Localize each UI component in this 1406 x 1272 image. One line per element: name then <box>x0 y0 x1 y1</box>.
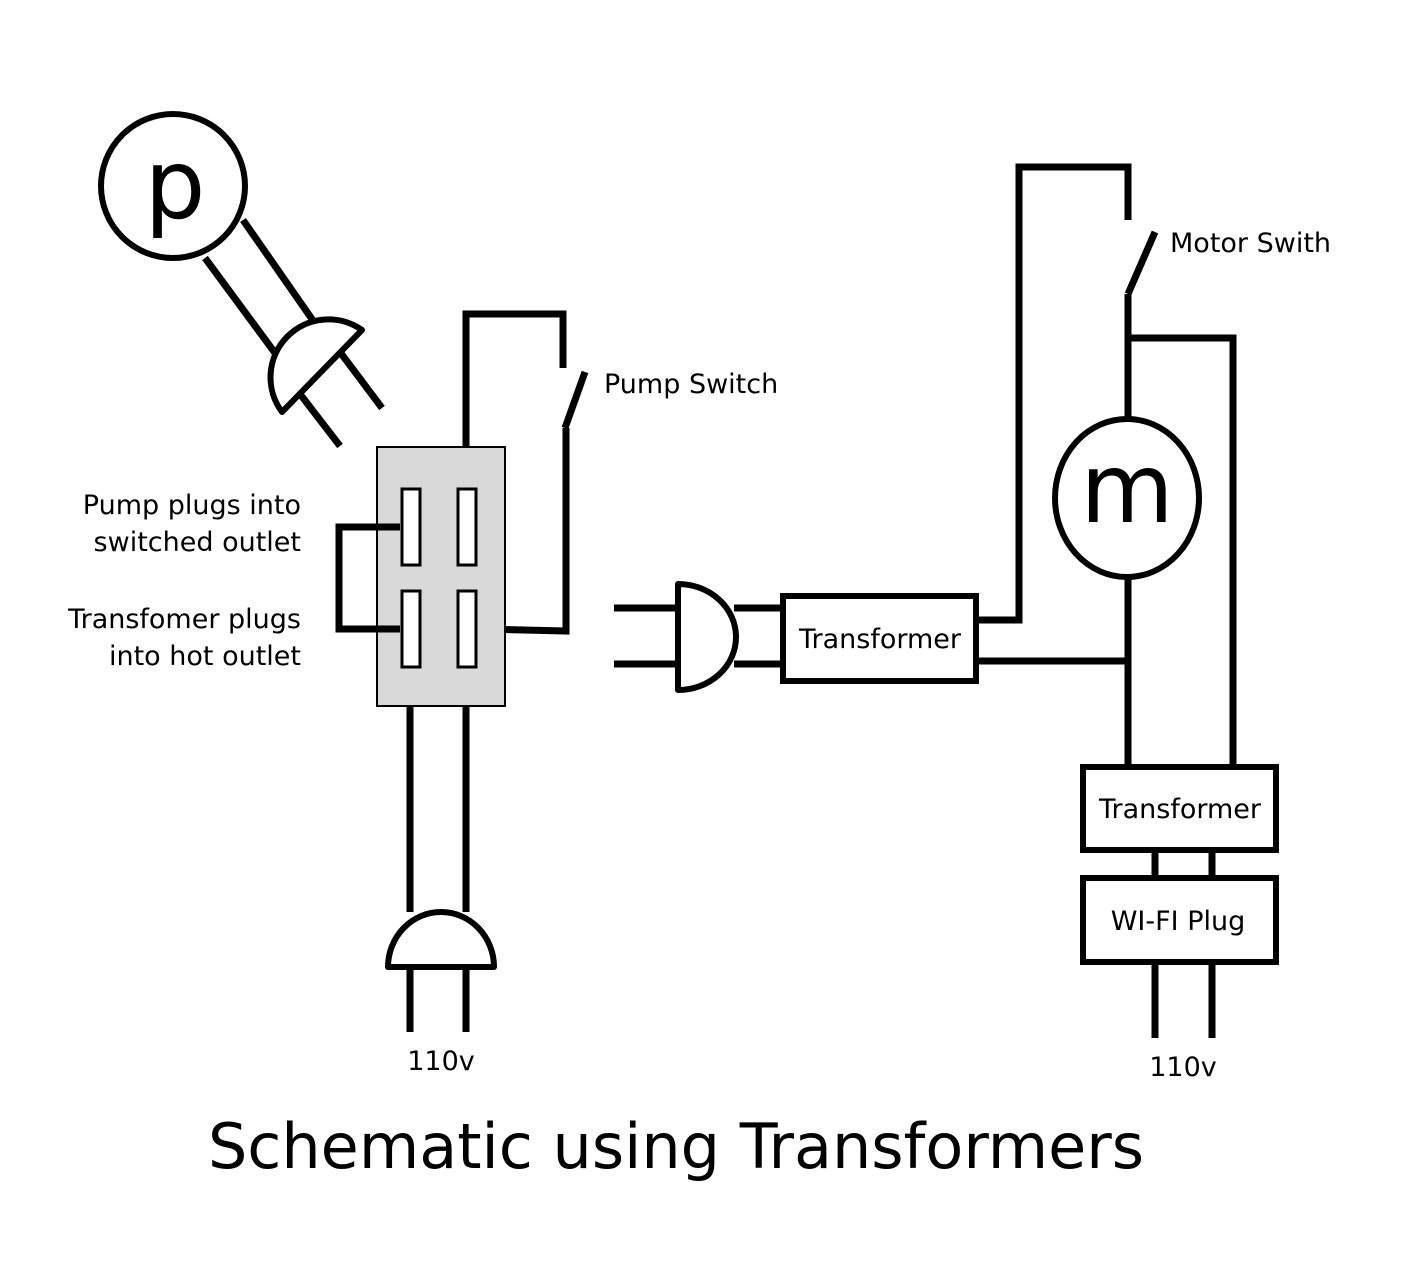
switched-outlet-note-line1: Pump plugs into <box>83 490 301 521</box>
pump-cord-wire-a <box>202 255 281 360</box>
pump-symbol-circle <box>98 111 248 261</box>
pump-switch-label: Pump Switch <box>604 369 778 400</box>
pump-plug-prong-a <box>297 391 343 449</box>
pump-cord-wire-b <box>240 218 317 324</box>
motor-switch-label: Motor Swith <box>1170 228 1331 259</box>
pump-switch-circuit <box>462 310 589 635</box>
hot-outlet-slot-left <box>400 589 422 669</box>
pump-switch-wire-top <box>462 310 567 460</box>
switched-outlet-note-line2: switched outlet <box>94 527 301 558</box>
motor-symbol-circle <box>1052 416 1202 580</box>
voltage-right-label: 110v <box>1149 1052 1217 1083</box>
left-mains-plug <box>385 909 497 1032</box>
hot-outlet-slot-right <box>456 589 478 669</box>
transformer-middle-label: Transformer <box>798 624 962 655</box>
left-plug-head <box>385 909 497 970</box>
motor-symbol-letter: m <box>1080 433 1174 545</box>
middle-plug-head <box>675 581 739 693</box>
outlet-plate <box>376 446 506 707</box>
diagram-title: Schematic using Transformers <box>208 1110 1144 1183</box>
pump-assembly: p <box>98 111 385 449</box>
switched-outlet-slot-left <box>400 487 422 567</box>
pump-plug-head <box>267 316 365 415</box>
wifi-plug-label: WI-FI Plug <box>1111 906 1246 937</box>
transformer-right-box <box>1080 764 1279 853</box>
wifi-plug-box <box>1080 875 1279 965</box>
transformer-middle-box <box>780 593 979 684</box>
pump-symbol-letter: p <box>145 129 206 241</box>
wifi-transformer-stack: Transformer WI-FI Plug <box>1080 764 1279 1038</box>
hot-outlet-note-line2: into hot outlet <box>109 641 301 672</box>
hot-outlet-note-line1: Transfomer plugs <box>67 604 301 635</box>
transformer-plug-assembly: Transformer <box>614 581 979 693</box>
pump-switch-wire-return <box>481 428 570 635</box>
pump-plug-prong-b <box>337 349 385 411</box>
motor-switch-wire-top <box>976 163 1132 624</box>
transformer-right-label: Transformer <box>1098 794 1262 825</box>
voltage-left-label: 110v <box>407 1046 475 1077</box>
pump-switch-contact <box>561 370 589 430</box>
duplex-outlet <box>335 446 506 912</box>
motor-circuit: m <box>976 163 1237 767</box>
switched-outlet-slot-right <box>456 487 478 567</box>
motor-return-wire <box>1128 334 1237 767</box>
motor-switch-contact <box>1124 230 1159 296</box>
outlet-bridge-wire <box>335 523 400 633</box>
